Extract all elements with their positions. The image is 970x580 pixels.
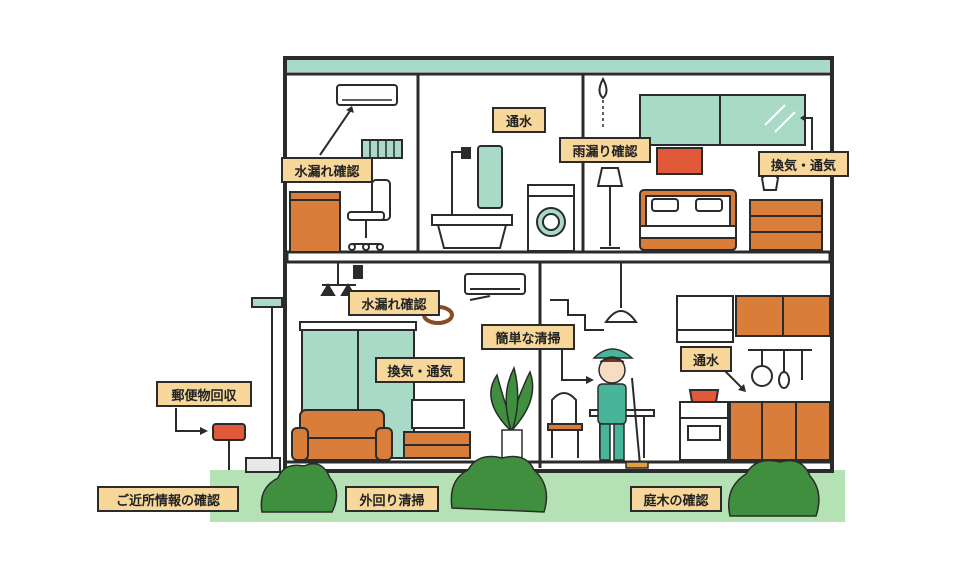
label-ventilation-upper: 換気・通気 xyxy=(758,151,849,177)
wall-picture xyxy=(656,147,703,175)
label-mail-collection: 郵便物回収 xyxy=(156,381,252,407)
bathtub-icon xyxy=(431,214,513,249)
label-neighborhood-info: ご近所情報の確認 xyxy=(97,486,239,512)
kitchen-cabinet-upper xyxy=(735,295,831,337)
arrow-to-staff xyxy=(561,348,588,381)
water-drop-icon xyxy=(598,76,608,130)
label-ventilation-lower: 換気・通気 xyxy=(375,357,465,383)
bookshelf-icon xyxy=(361,139,403,159)
refrigerator-icon xyxy=(676,295,734,343)
chair-icon xyxy=(547,392,583,458)
staff-worker-icon xyxy=(592,348,649,469)
utensil-rail-icon xyxy=(748,349,812,389)
air-conditioner-icon xyxy=(464,273,526,295)
mailbox-icon xyxy=(212,423,246,470)
label-outdoor-cleaning: 外回り清掃 xyxy=(345,486,439,512)
stairs-icon xyxy=(550,299,604,331)
sofa-icon xyxy=(291,409,393,461)
label-water-flush-bath: 通水 xyxy=(492,107,546,133)
washing-machine-icon xyxy=(527,184,575,252)
bath-mirror xyxy=(477,145,503,209)
label-garden-tree-check: 庭木の確認 xyxy=(630,486,722,512)
arrow-to-window xyxy=(806,117,813,150)
desk-icon xyxy=(289,191,341,253)
potted-plant-icon xyxy=(490,365,534,459)
kitchen-cabinet-lower xyxy=(729,401,831,461)
arrow-to-mailbox xyxy=(175,408,202,432)
bush-left xyxy=(260,463,338,513)
streetlight-icon xyxy=(251,297,283,468)
arrow-to-aircon xyxy=(319,107,353,156)
stove-icon xyxy=(679,389,729,461)
bed-icon xyxy=(639,189,737,251)
label-rain-leak-check: 雨漏り確認 xyxy=(559,137,651,163)
floor-lamp-icon xyxy=(596,167,624,249)
arrow-to-aircon-lower xyxy=(469,295,491,301)
gate-block xyxy=(245,457,281,473)
bush-center xyxy=(450,455,548,513)
dresser-icon xyxy=(749,173,823,251)
pendant-lamp-icon xyxy=(604,262,638,323)
label-water-flush-kitchen: 通水 xyxy=(680,346,732,372)
label-easy-cleaning: 簡単な清掃 xyxy=(481,324,575,350)
bush-right xyxy=(728,459,820,517)
tv-icon xyxy=(403,399,471,459)
shower-icon xyxy=(451,147,471,215)
label-leak-check-lower: 水漏れ確認 xyxy=(348,290,440,316)
window-icon xyxy=(639,94,806,146)
office-chair-icon xyxy=(347,179,391,251)
roof-trim xyxy=(287,60,830,72)
label-leak-check-upper: 水漏れ確認 xyxy=(281,157,373,183)
air-conditioner-icon xyxy=(336,84,398,106)
floor-divider xyxy=(285,250,832,264)
